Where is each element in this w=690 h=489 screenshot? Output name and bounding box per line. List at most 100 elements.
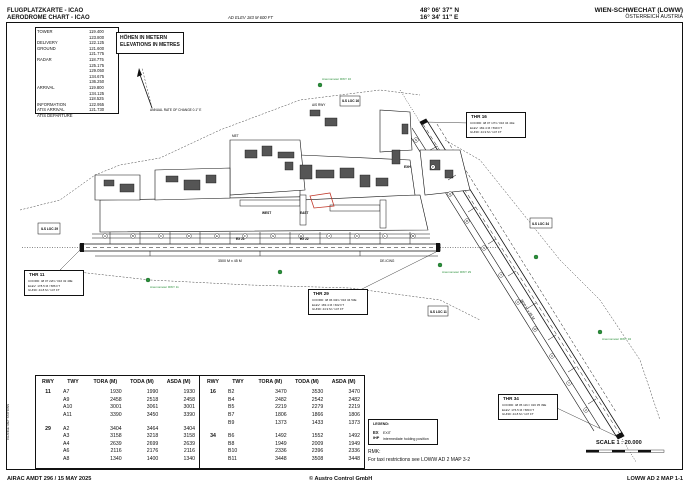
restricted-area	[309, 192, 335, 209]
taxiway-letter: E	[216, 234, 218, 238]
runway-designator	[37, 456, 59, 464]
runway-designator	[202, 448, 224, 456]
thr29-box: THR 29 COORD: 48 06 34N / 016 34 53E ELE…	[308, 289, 368, 315]
de-icing-label: DE-ICING	[380, 259, 395, 263]
runway-designator: 29	[45, 425, 51, 432]
distances-header: TODA (M)	[295, 379, 319, 386]
frequency-value: 123.800	[89, 34, 105, 40]
taxiway-marker	[532, 326, 538, 332]
magnetic-variation-note: ANNUAL RATE OF CHANGE 0.1° E	[150, 108, 201, 112]
taxiway-letter: R	[466, 219, 469, 223]
distance-cell: 1373	[275, 419, 287, 426]
apron-label: EX 22	[300, 237, 309, 241]
title-de: FLUGPLATZKARTE - ICAO	[7, 8, 84, 14]
windsock-label: Anemometer RWY 11	[150, 285, 179, 289]
country: ÖSTERREICH AUSTRIA	[625, 14, 683, 20]
taxiway-letter: U	[517, 300, 519, 304]
distance-cell: 1433	[311, 419, 324, 426]
frequency-value: 122.125	[89, 40, 105, 46]
frequency-value: 118.525	[89, 96, 104, 102]
taxiway-marker	[410, 233, 416, 239]
taxiway-cell: B9	[228, 419, 235, 426]
taxiway-marker	[242, 233, 248, 239]
arp-longitude: 16° 34' 11" E	[420, 14, 459, 21]
distance-cell: 3470	[275, 389, 287, 396]
distance-cell: 3158	[110, 433, 122, 440]
runway-designator	[202, 419, 224, 427]
taxiway-marker	[382, 233, 388, 239]
taxiway-marker	[498, 272, 504, 278]
distance-cell: 1990	[146, 389, 159, 396]
ils-loc-box	[427, 305, 449, 317]
taxiway-marker	[158, 233, 164, 239]
taxiway-letter: H	[300, 234, 302, 238]
distance-cell: 2458	[110, 396, 122, 403]
distance-cell: 3450	[146, 411, 159, 418]
runway-designator	[202, 441, 224, 449]
distance-cell: 3404	[110, 425, 122, 432]
runway-11-29	[22, 243, 500, 252]
runway-designator: 16	[210, 389, 216, 396]
anemometer-icon	[597, 329, 603, 335]
distance-cell: 3218	[146, 433, 159, 440]
legend-title: LEGEND:	[373, 422, 390, 426]
runway-designator	[37, 404, 59, 412]
taxiway-cell: B11	[228, 455, 237, 462]
taxiway-marker	[354, 233, 360, 239]
taxiway-letter: D	[188, 234, 191, 238]
taxiway-marker	[326, 233, 332, 239]
distance-cell: 1552	[311, 433, 324, 440]
taxiway-marker	[214, 233, 220, 239]
distance-cell: 3001	[183, 404, 195, 411]
frequency-label: TOWER	[37, 29, 53, 34]
rmk-label: RMK:	[368, 449, 381, 455]
distance-cell: 3464	[146, 425, 159, 432]
taxiway-cell: B6	[228, 433, 235, 440]
distance-cell: 3508	[311, 455, 324, 462]
apron-label: WEST	[262, 211, 271, 215]
taxiway-letter: S	[483, 246, 485, 250]
thr34-marker	[616, 432, 624, 439]
runway-designator: 34	[210, 433, 216, 440]
thr16-coord: COORD: 48 07 17N / 016 34 41E	[470, 121, 515, 125]
anemometer-icon	[145, 277, 151, 283]
taxiway-letter: X	[551, 354, 553, 358]
distance-cell: 2176	[146, 448, 159, 455]
thr34-elev: ELEV: 176.5 M / 580 FT	[502, 407, 535, 412]
distance-cell: 2279	[311, 404, 324, 411]
runway-designator	[202, 404, 224, 412]
distance-cell: 1949	[348, 440, 360, 447]
frequency-value: 125.175	[89, 62, 105, 68]
runway-designator	[37, 397, 59, 405]
distance-cell: 1866	[311, 411, 324, 418]
taxiway-marker	[583, 407, 589, 413]
windsock-label: Anemometer RWY 29	[442, 270, 471, 274]
thr29-gund: GUND: 44.9 M / 147 FT	[312, 307, 344, 311]
thr16-gund: GUND: 44.9 M / 147 FT	[470, 130, 502, 134]
legend-ihp-text: intermediate holding position	[383, 436, 429, 441]
north-arrow-icon	[137, 67, 153, 109]
distance-cell: 2458	[183, 396, 195, 403]
thr16-box: THR 16 COORD: 48 07 17N / 016 34 41E ELE…	[466, 112, 526, 138]
change-note: CHANGE: MET STATIONS	[6, 403, 10, 440]
scale-bar	[586, 449, 665, 453]
distance-cell: 1806	[275, 411, 287, 418]
rwy-1129-dimensions: 3500 M x 45 M	[218, 259, 242, 263]
legend-ihp-symbol: IHP	[373, 436, 380, 440]
runway-designator	[37, 441, 59, 449]
distance-cell: 2116	[183, 448, 195, 455]
frequency-value: 136.250	[89, 79, 105, 85]
thr29-marker	[436, 243, 440, 252]
legend-exit-text: EXIT	[383, 430, 391, 435]
taxiway-marker	[566, 380, 572, 386]
distance-cell: 2639	[110, 440, 122, 447]
scale-text: SCALE 1 : 20.000	[596, 440, 642, 446]
